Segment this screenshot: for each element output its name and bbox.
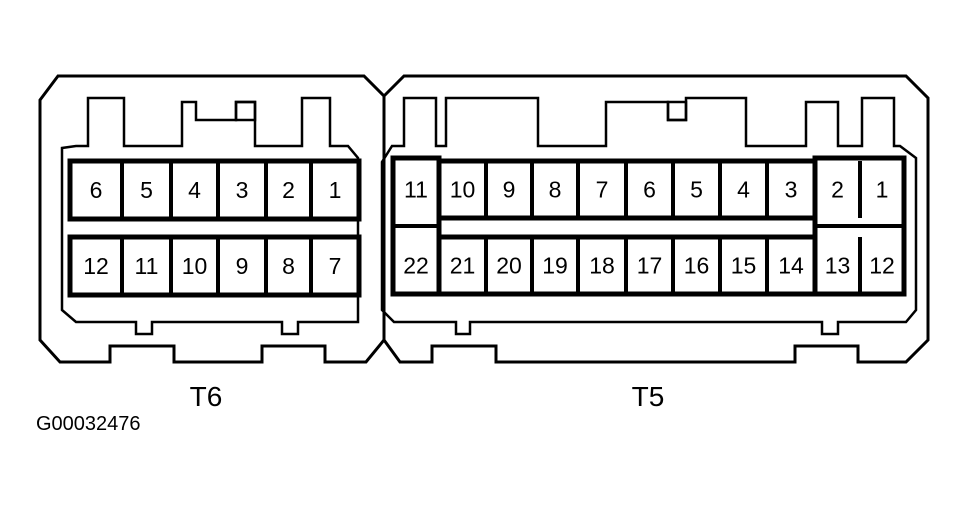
t6-pin-label: 10 xyxy=(182,253,208,279)
t5-pin-label: 12 xyxy=(869,253,895,279)
t5-label: T5 xyxy=(632,381,665,412)
t5-pin-label: 5 xyxy=(690,177,703,203)
figure-id: G00032476 xyxy=(36,413,141,435)
t5-pin-label: 20 xyxy=(496,253,522,279)
t5-pin-label: 11 xyxy=(404,177,428,203)
t5-pin-label: 2 xyxy=(831,177,844,203)
t5-pin-label: 15 xyxy=(731,253,757,279)
t6-pin-label: 9 xyxy=(236,253,249,279)
t6-pin-label: 7 xyxy=(329,253,342,279)
t6-housing xyxy=(38,74,386,364)
t6-pin-label: 8 xyxy=(282,253,295,279)
t6-pin-label: 12 xyxy=(83,253,109,279)
t5-pin-label: 18 xyxy=(589,253,615,279)
t6-pin-label: 6 xyxy=(90,177,103,203)
t6-pin-label: 4 xyxy=(188,177,201,203)
t5-pin-label: 4 xyxy=(737,177,750,203)
t5-pin-label: 1 xyxy=(876,177,889,203)
t5-pin-label: 3 xyxy=(785,177,798,203)
t5-pin-label: 8 xyxy=(549,177,562,203)
t5-pin-label: 17 xyxy=(637,253,663,279)
t5-pin-label: 22 xyxy=(403,253,429,279)
t6-label: T6 xyxy=(190,381,223,412)
t5-pin-label: 16 xyxy=(684,253,710,279)
t5-pin-label: 19 xyxy=(542,253,568,279)
t5-pin-label: 6 xyxy=(643,177,656,203)
t6-pin-label: 11 xyxy=(135,253,159,279)
pin-dividers xyxy=(120,161,904,295)
t5-pin-label: 9 xyxy=(503,177,516,203)
t6-pin-label: 3 xyxy=(236,177,249,203)
t5-pin-label: 13 xyxy=(825,253,851,279)
t5-pin-label: 21 xyxy=(450,253,476,279)
t6-pin-label: 5 xyxy=(140,177,153,203)
t6-pin-label: 2 xyxy=(282,177,295,203)
t5-pin-label: 10 xyxy=(450,177,476,203)
t6-pin-label: 1 xyxy=(329,177,342,203)
t5-pin-label: 7 xyxy=(596,177,609,203)
t5-pin-label: 14 xyxy=(778,253,804,279)
t5-housing xyxy=(380,74,930,364)
